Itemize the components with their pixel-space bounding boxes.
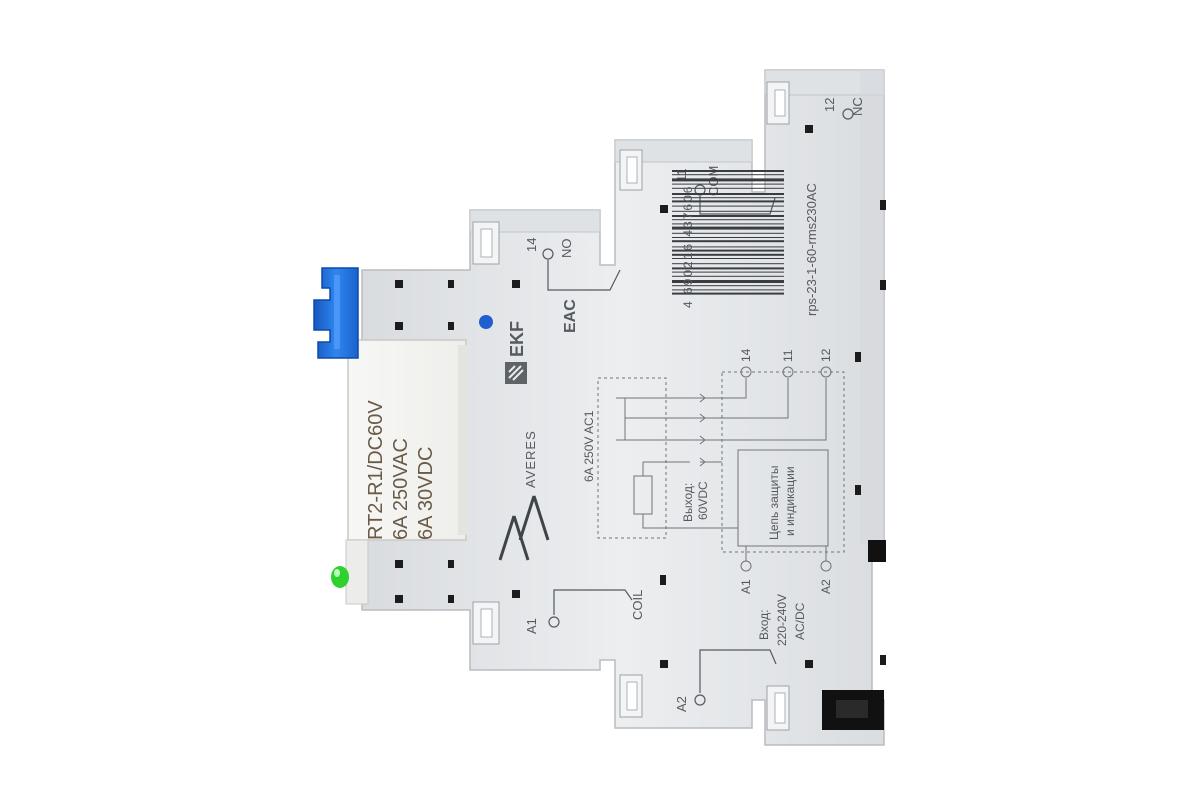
schematic-terminal-14: 14 [739, 348, 753, 362]
terminal-a1: A1 [524, 618, 539, 634]
cert-mark: EAC [562, 299, 579, 333]
barcode-bar [672, 197, 784, 199]
barcode-bar [672, 219, 784, 221]
barcode-bar [672, 226, 784, 230]
barcode-bar [672, 200, 784, 203]
barcode-bar [672, 253, 784, 256]
terminal-openings [472, 81, 790, 731]
input-label-3: AC/DC [793, 602, 807, 640]
barcode-bar [672, 223, 784, 225]
barcode-bar [672, 275, 784, 277]
input-label-1: Вход: [757, 610, 771, 640]
terminal-14: 14 [524, 238, 539, 252]
terminal-12: 12 [822, 98, 837, 112]
input-label-2: 220-240V [775, 594, 789, 646]
rating-text: 6A 250V AC1 [582, 410, 596, 482]
brand-logo: EKF [505, 321, 527, 384]
barcode-bar [672, 267, 784, 270]
barcode-bar [672, 246, 784, 248]
relay-label-line-2: 6A 250VAC [390, 438, 412, 540]
barcode-bar [672, 215, 784, 217]
protection-label-1: Цепь защиты [767, 465, 781, 540]
schematic-labels: 14 11 12 6A 250V AC1 Выход: 60VDC Цепь з… [582, 348, 833, 646]
barcode-bar [672, 240, 784, 243]
barcode-bar [672, 280, 784, 283]
relay-label-line-3: 6A 30VDC [415, 447, 437, 540]
barcode-bar [672, 263, 784, 265]
barcode-bar [672, 210, 784, 212]
wiring-schematic [597, 366, 845, 572]
barcode-bar [672, 178, 784, 182]
terminal-coil: COIL [630, 590, 645, 620]
terminal-nc: NC [850, 97, 865, 116]
terminal-a2: A2 [674, 696, 689, 712]
barcode-bar [672, 183, 784, 185]
screw-terminal-icon [472, 601, 500, 645]
protection-label-2: и индикации [783, 466, 797, 536]
screw-terminal-icon [766, 81, 790, 125]
screw-terminal-icon [766, 685, 790, 731]
barcode-bar [672, 174, 784, 176]
barcode-bar [672, 170, 784, 172]
barcode-bar [672, 249, 784, 252]
barcode-number: 4 690216 437606 [681, 185, 695, 308]
model-name: rps-23-1-60-rms230AC [804, 183, 819, 316]
barcode-bar [672, 285, 784, 287]
black-din-clip [822, 540, 886, 730]
barcode-bar [672, 271, 784, 273]
ekf-logo-text: EKF [507, 321, 527, 357]
schematic-a2: A2 [819, 579, 833, 594]
barcode-bar [672, 289, 784, 291]
terminal-no: NO [559, 239, 574, 259]
relay-label-line-1: RT2-R1/DC60V [365, 400, 387, 540]
series-name: AVERES [523, 430, 538, 488]
output-label-1: Выход: [681, 483, 695, 522]
din-clip-icon [313, 267, 359, 359]
schematic-terminal-12: 12 [819, 348, 833, 362]
led-icon [331, 566, 349, 588]
screw-terminal-icon [472, 221, 500, 265]
indicator-dot [479, 315, 493, 329]
barcode-bar [672, 237, 784, 238]
schematic-terminal-11: 11 [781, 349, 795, 362]
barcode-bar [672, 187, 784, 189]
plug-in-relay: RT2-R1/DC60V 6A 250VAC 6A 30VDC [345, 339, 468, 605]
output-label-2: 60VDC [696, 481, 710, 520]
schematic-a1: A1 [739, 579, 753, 594]
housing-slots [395, 125, 886, 668]
screw-terminal-icon [619, 149, 643, 191]
screw-terminal-icon [619, 674, 643, 718]
barcode-bar [672, 258, 784, 259]
barcode-bar [672, 292, 784, 295]
barcode-bar [672, 232, 784, 234]
series-logo: AVERES [498, 430, 550, 561]
barcode-bar [672, 205, 784, 207]
barcode-bar [672, 193, 784, 195]
barcode-icon: 4 690216 437606 [672, 170, 784, 308]
